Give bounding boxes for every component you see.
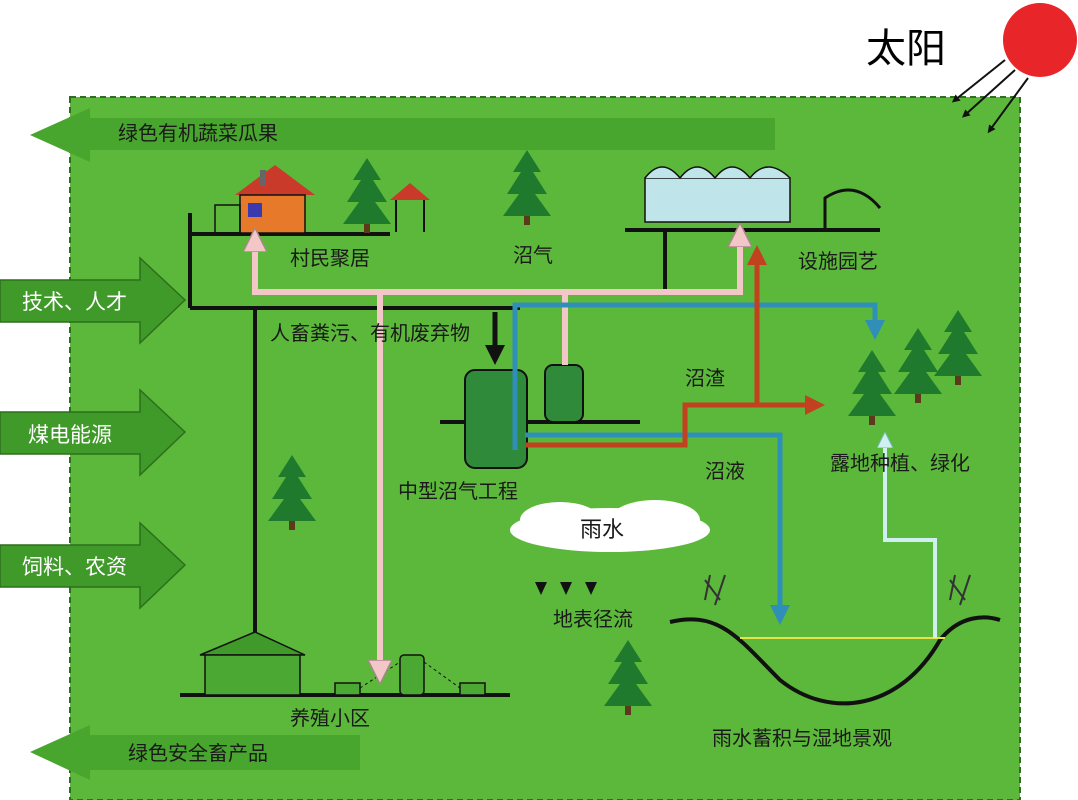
label-biogas: 沼气 bbox=[513, 243, 553, 267]
label-rain: 雨水 bbox=[580, 518, 624, 543]
input-label-tech: 技术、人才 bbox=[22, 290, 127, 314]
label-runoff: 地表径流 bbox=[553, 607, 633, 631]
input-label-feed: 饲料、农资 bbox=[22, 555, 127, 579]
flows bbox=[255, 235, 937, 672]
bottom-output-arrow bbox=[30, 725, 360, 780]
label-greenhouse: 设施园艺 bbox=[798, 249, 878, 273]
input-arrow-energy: 煤电能源 bbox=[0, 388, 187, 477]
label-liquid: 沼液 bbox=[705, 459, 745, 483]
sun-label: 太阳 bbox=[866, 26, 946, 72]
bottom-output-label: 绿色安全畜产品 bbox=[128, 741, 268, 765]
input-arrow-feed: 饲料、农资 bbox=[0, 521, 187, 610]
label-wetland: 雨水蓄积与湿地景观 bbox=[712, 726, 892, 750]
top-output-arrow bbox=[30, 108, 775, 162]
blue-flow-trees bbox=[512, 302, 885, 450]
sun: 太阳 bbox=[866, 3, 1077, 134]
sun-disc bbox=[1003, 3, 1077, 77]
label-farm: 养殖小区 bbox=[290, 706, 370, 730]
blue-flow-wetland bbox=[525, 432, 790, 625]
label-village: 村民聚居 bbox=[290, 246, 370, 270]
village-houses bbox=[214, 165, 430, 234]
pink-flow-greenhouse bbox=[380, 235, 740, 295]
label-open-field: 露地种植、绿化 bbox=[830, 451, 970, 475]
top-output-label: 绿色有机蔬菜瓜果 bbox=[118, 121, 278, 145]
wetland bbox=[669, 574, 1001, 706]
input-arrow-tech: 技术、人才 bbox=[0, 256, 187, 345]
red-flow-residue bbox=[525, 395, 825, 448]
label-plant: 中型沼气工程 bbox=[398, 479, 518, 503]
rain-cloud bbox=[510, 500, 710, 595]
lightblue-flow-up bbox=[885, 440, 937, 638]
digester-tanks bbox=[464, 364, 584, 469]
input-label-energy: 煤电能源 bbox=[28, 423, 112, 447]
label-residue: 沼渣 bbox=[685, 366, 725, 390]
pink-flow-top bbox=[255, 240, 380, 295]
farm-buildings bbox=[199, 631, 486, 696]
label-waste: 人畜粪污、有机废弃物 bbox=[270, 321, 470, 345]
greenhouse bbox=[644, 166, 882, 228]
